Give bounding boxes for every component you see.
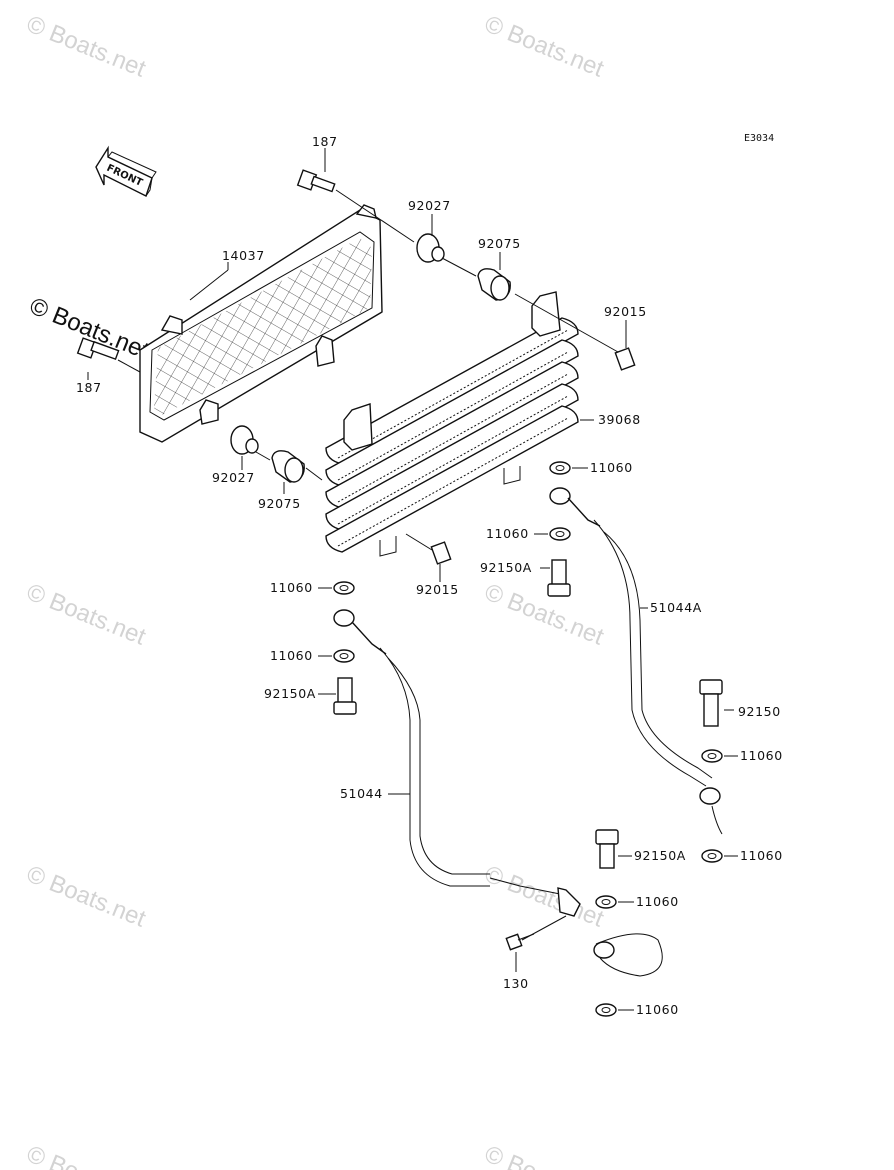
- part-labels: 187 92027 92075 14037 92015 187 39068 11…: [76, 134, 783, 1017]
- banjo-bolt-92150: [699, 679, 723, 727]
- label-51044A: 51044A: [650, 600, 702, 615]
- hose-51044A: [549, 487, 723, 835]
- label-11060-f: 11060: [740, 848, 783, 863]
- label-51044: 51044: [340, 786, 383, 801]
- washers: [333, 461, 723, 1017]
- label-92150: 92150: [738, 704, 781, 719]
- damper-92075-top: [477, 268, 511, 301]
- diagram-code: E3034: [744, 133, 774, 144]
- label-187-top: 187: [312, 134, 338, 149]
- banjo-bolt-92150A-c: [595, 829, 619, 869]
- label-92015-bottom: 92015: [416, 582, 459, 597]
- watermark-5: © Boats.net: [23, 861, 150, 933]
- oil-cooler-core: [325, 291, 579, 557]
- label-11060-c: 11060: [270, 580, 313, 595]
- label-92015-top: 92015: [604, 304, 647, 319]
- label-92150A-c: 92150A: [634, 848, 686, 863]
- label-130: 130: [503, 976, 529, 991]
- watermark-3: © Boats.net: [23, 579, 150, 651]
- label-11060-d: 11060: [270, 648, 313, 663]
- watermark-6: © Boats.net: [481, 861, 608, 933]
- grommet-92027-bottom: [230, 425, 259, 455]
- watermark-1: © Boats.net: [23, 11, 150, 83]
- label-11060-h: 11060: [636, 1002, 679, 1017]
- front-arrow-icon: FRONT: [95, 145, 157, 197]
- hose-51044: [333, 609, 663, 977]
- label-92027-top: 92027: [408, 198, 451, 213]
- watermark-7: © Boats.net: [23, 1141, 150, 1170]
- label-11060-e: 11060: [740, 748, 783, 763]
- label-14037: 14037: [222, 248, 265, 263]
- watermark-4: © Boats.net: [481, 579, 608, 651]
- leader-lines: [87, 148, 738, 1011]
- label-11060-a: 11060: [590, 460, 633, 475]
- watermark-2: © Boats.net: [481, 11, 608, 83]
- label-187-left: 187: [76, 380, 102, 395]
- bolt-130: [505, 933, 535, 951]
- damper-92075-bottom: [271, 450, 305, 483]
- label-39068: 39068: [598, 412, 641, 427]
- label-92075-top: 92075: [478, 236, 521, 251]
- label-11060-b: 11060: [486, 526, 529, 541]
- label-92075-bottom: 92075: [258, 496, 301, 511]
- label-11060-g: 11060: [636, 894, 679, 909]
- bolt-187-left: [76, 337, 120, 361]
- label-92027-bottom: 92027: [212, 470, 255, 485]
- grommet-92027-top: [416, 233, 445, 263]
- label-92150A-b: 92150A: [264, 686, 316, 701]
- clip-92015-bottom: [430, 541, 452, 565]
- watermark-8: © Boats.net: [481, 1141, 608, 1170]
- label-92150A-a: 92150A: [480, 560, 532, 575]
- clip-92015-top: [614, 347, 636, 371]
- bolt-187-top: [296, 169, 336, 193]
- banjo-bolt-92150A-b: [333, 677, 357, 715]
- banjo-bolt-92150A-a: [547, 559, 571, 597]
